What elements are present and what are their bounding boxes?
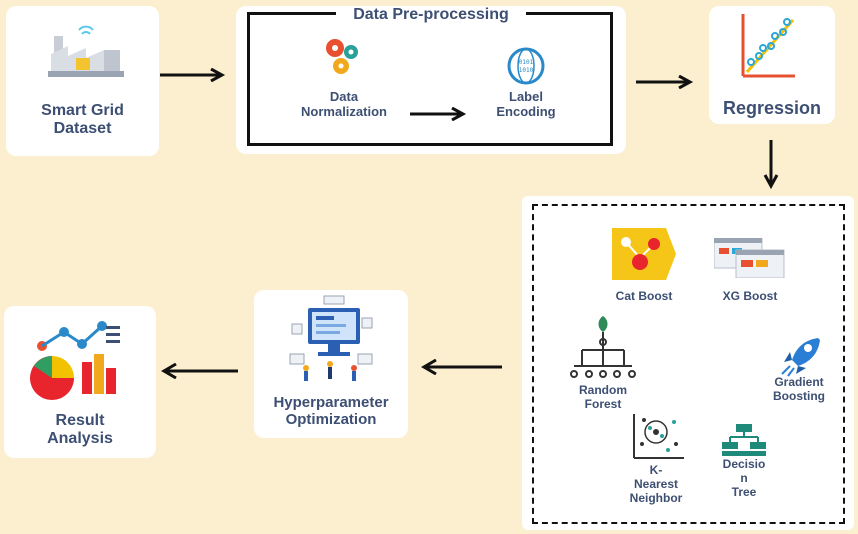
catboost-icon: [612, 228, 676, 280]
preprocessing-frame: [247, 12, 613, 146]
factory-icon: [48, 25, 124, 77]
arrow-hyperparameter-to-result: [161, 363, 238, 379]
xgboost-label: XG Boost: [722, 289, 778, 303]
knn-icon: [633, 414, 684, 459]
svg-text:1010: 1010: [519, 67, 534, 74]
optimization-icon: [289, 295, 373, 381]
catboost-label: Cat Boost: [615, 289, 673, 303]
models-frame: [532, 204, 845, 524]
arrow-normalization-to-encoding: [410, 107, 467, 121]
rocket-icon: [781, 338, 820, 377]
xgboost-icon: [714, 238, 785, 278]
arrow-preprocessing-to-regression: [636, 75, 694, 89]
preprocessing-title: Data Pre-processing: [336, 6, 526, 25]
binary-globe-icon: 0101 1010: [507, 47, 545, 85]
decision-tree-icon: [722, 424, 766, 456]
arrow-regression-to-models: [763, 140, 779, 190]
regression-label: Regression: [722, 98, 822, 118]
arrow-dataset-to-preprocessing: [160, 68, 226, 82]
tree-icon: [570, 316, 636, 378]
regression-card: Regression: [709, 6, 835, 124]
gears-icon: [326, 39, 358, 74]
arrow-models-to-hyperparameter: [421, 359, 502, 375]
result-chart-icon: [30, 321, 120, 400]
scatter-plot-icon: [741, 14, 795, 78]
svg-text:0101: 0101: [519, 59, 534, 66]
